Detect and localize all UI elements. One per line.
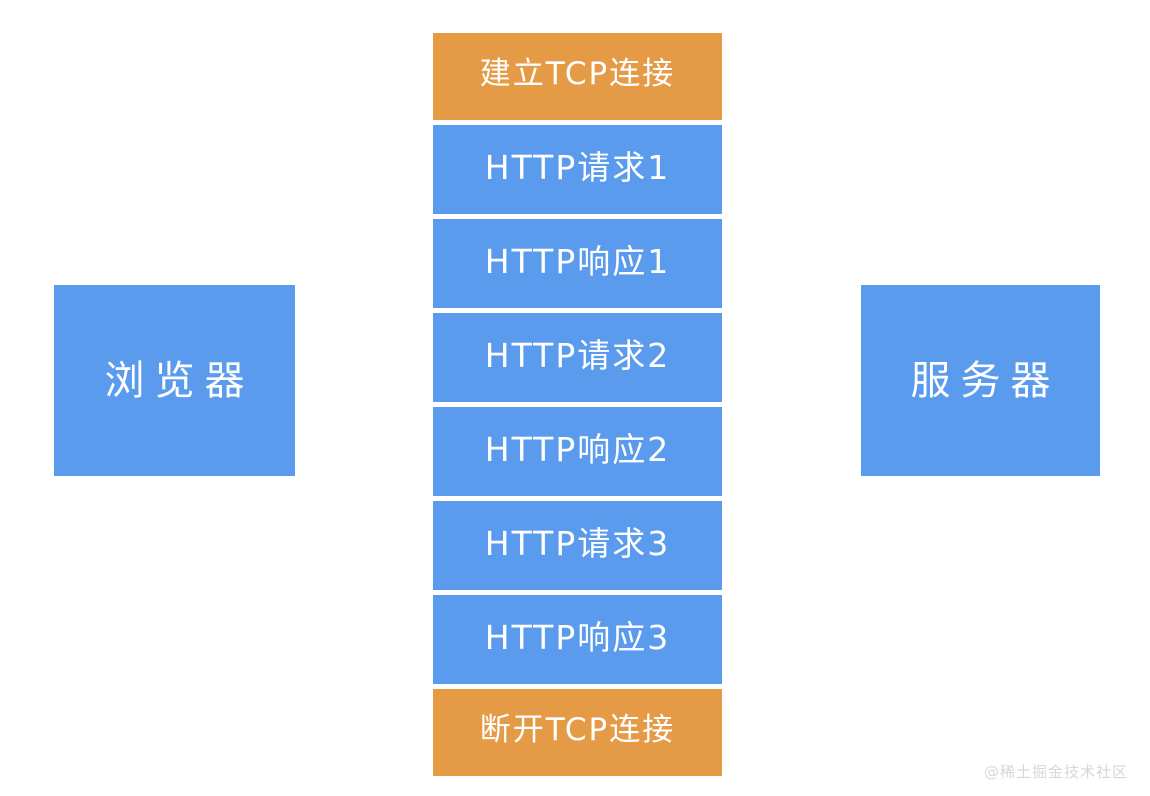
message-block: HTTP响应2 [433, 407, 722, 496]
message-block-label: HTTP请求1 [484, 148, 671, 187]
watermark: @稀土掘金技术社区 [983, 763, 1128, 781]
message-block: HTTP请求1 [433, 125, 722, 214]
node-server-label: 服务器 [910, 357, 1061, 404]
message-block: HTTP请求3 [433, 501, 722, 590]
message-block-label: HTTP请求2 [484, 336, 671, 375]
message-block: 断开TCP连接 [433, 689, 722, 776]
message-block: HTTP响应3 [433, 595, 722, 684]
node-server: 服务器 [861, 285, 1100, 476]
message-block: 建立TCP连接 [433, 33, 722, 120]
node-browser: 浏览器 [54, 285, 295, 476]
node-browser-label: 浏览器 [104, 357, 255, 404]
message-block-label: HTTP响应1 [484, 242, 671, 281]
message-block-label: 断开TCP连接 [479, 712, 676, 748]
message-block-label: HTTP请求3 [484, 524, 671, 563]
message-block: HTTP请求2 [433, 313, 722, 402]
message-block-label: HTTP响应3 [484, 618, 671, 657]
message-block-label: HTTP响应2 [484, 430, 671, 469]
message-block-label: 建立TCP连接 [479, 56, 676, 92]
message-block: HTTP响应1 [433, 219, 722, 308]
